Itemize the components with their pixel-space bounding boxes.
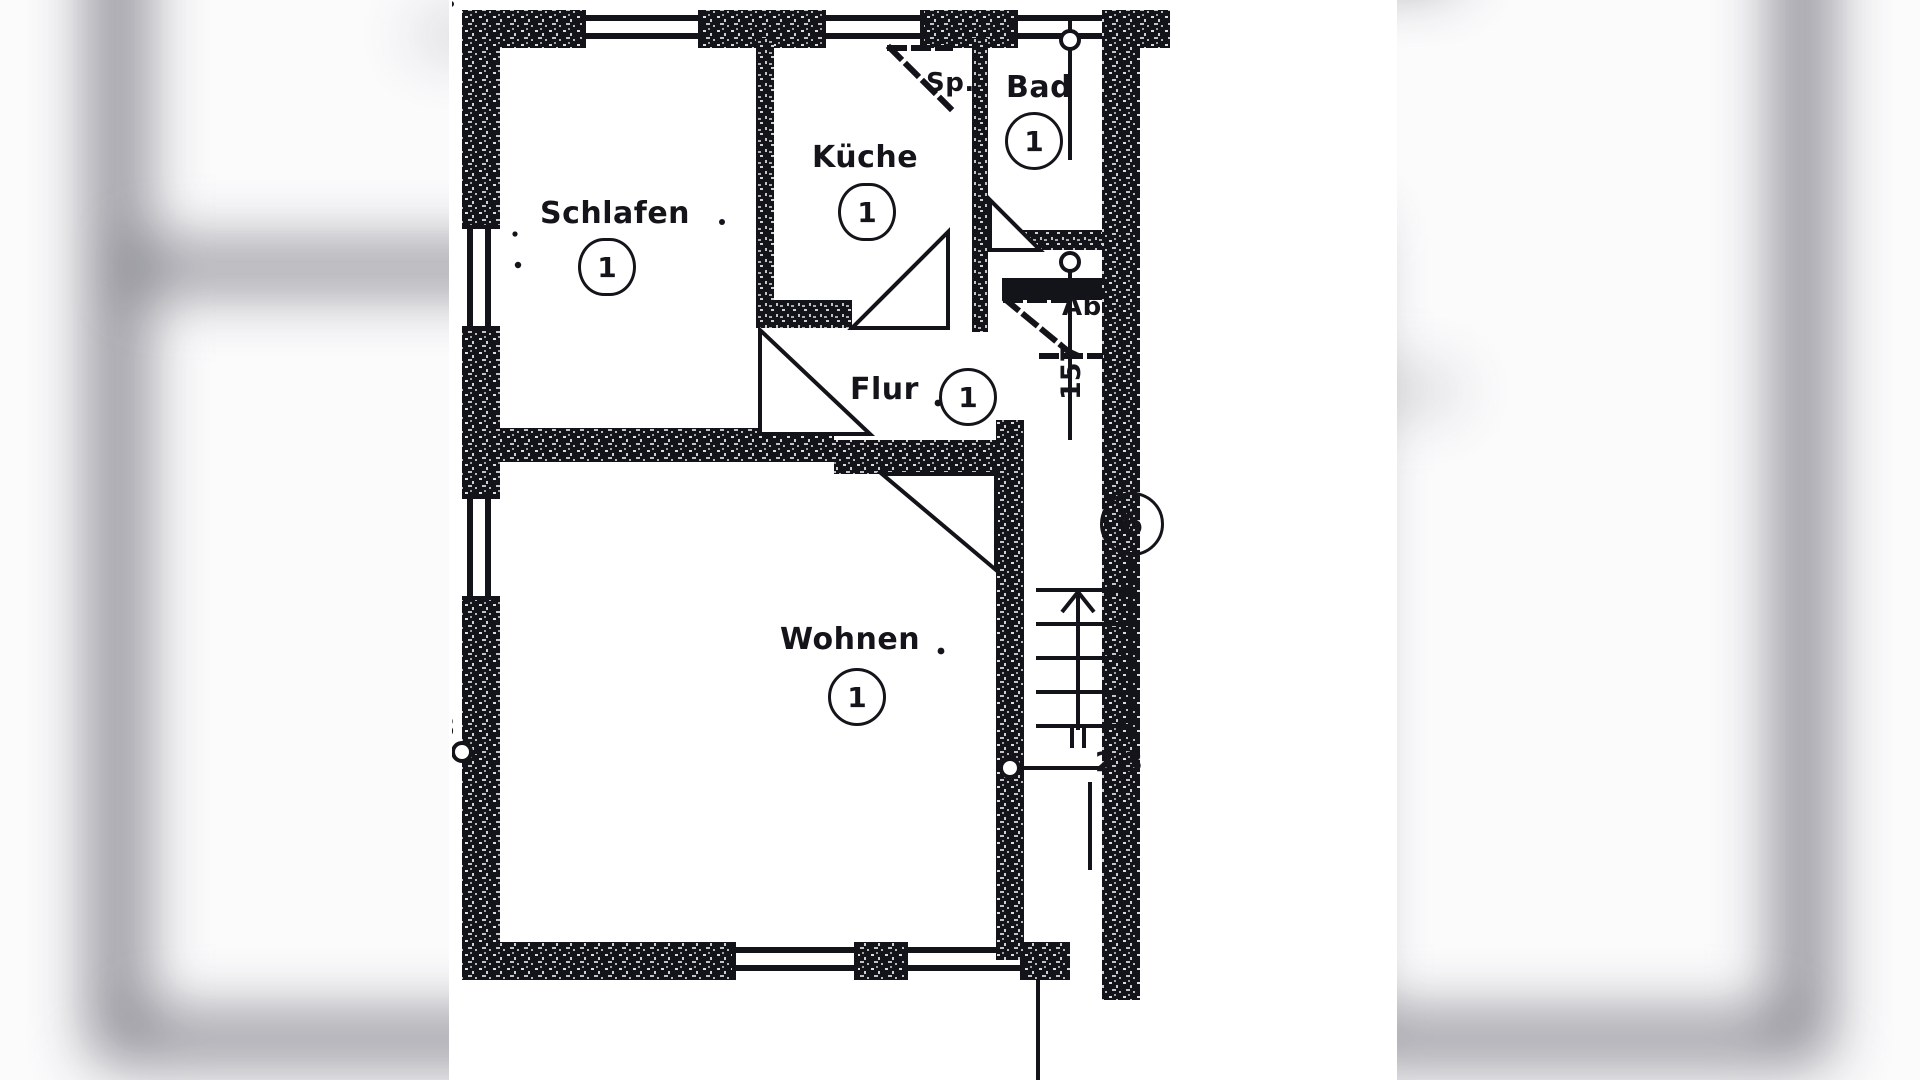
room-number-value: 1 [847,680,867,714]
room-label-wohnen: Wohnen [780,622,921,657]
window-bottom-left [732,942,858,980]
door-sp-kueche [885,43,955,113]
dimension-line-left-8 [450,741,480,763]
room-label-schlafen: Schlafen [540,196,691,231]
room-label-bad: Bad [1006,70,1073,105]
dimension-2-3: 2.3 [1095,747,1143,778]
room-number-wohnen: 1 [828,668,886,726]
crop-seam-left [449,0,452,1080]
room-label-kueche: Küche [812,140,919,175]
window-left-upper [462,225,500,330]
door-wohnen-flur [876,472,998,575]
interior-wall-kueche-bottom [972,290,988,332]
room-label-abstellraum: Ab. [1062,292,1113,322]
dimension-line-157 [1059,251,1081,440]
exterior-wall-bottom [462,942,1070,980]
interior-wall-ab [1002,278,1102,300]
room-label-flur: Flur [850,372,919,407]
floor-plan-drawing: Schlafen 1 Küche 1 Bad 1 Flur 1 Wohnen 1… [450,0,1396,1080]
crop-seam-right [1394,0,1397,1080]
door-kueche-flur [847,227,950,330]
room-number-kueche: 1 [838,183,896,241]
window-left-lower [462,495,500,600]
dimension-line-2-3 [999,757,1100,870]
staircase [1036,552,1132,748]
interior-wall-schlafen-wohnen [462,428,1014,474]
room-label-speisekammer: Sp. [926,68,975,98]
stair-marker-value: 6 [1120,505,1144,543]
window-top-kueche [822,10,924,48]
room-number-schlafen: 1 [578,238,636,296]
dimension-line-bad [1059,18,1081,160]
window-bottom-right [904,942,1024,980]
door-schlafen-flur [758,325,876,436]
room-number-value: 1 [597,250,617,284]
room-number-flur: 1 [939,368,997,426]
interior-wall-flur-right [996,420,1024,960]
room-number-value: 1 [958,380,978,414]
dimension-157: 157 [1056,343,1087,400]
interior-wall-schlafen-kueche [756,38,852,328]
room-number-value: 1 [1024,124,1044,158]
room-number-bad: 1 [1005,112,1063,170]
door-bad-flur [988,195,1045,252]
window-top-schlafen [582,10,702,48]
room-number-value: 1 [857,195,877,229]
floor-plan-svg [450,1,1170,1080]
interior-wall-kueche-bad [972,38,988,303]
stair-marker-6: 6 [1100,492,1164,556]
dimension-left-8: 8 [450,712,455,743]
